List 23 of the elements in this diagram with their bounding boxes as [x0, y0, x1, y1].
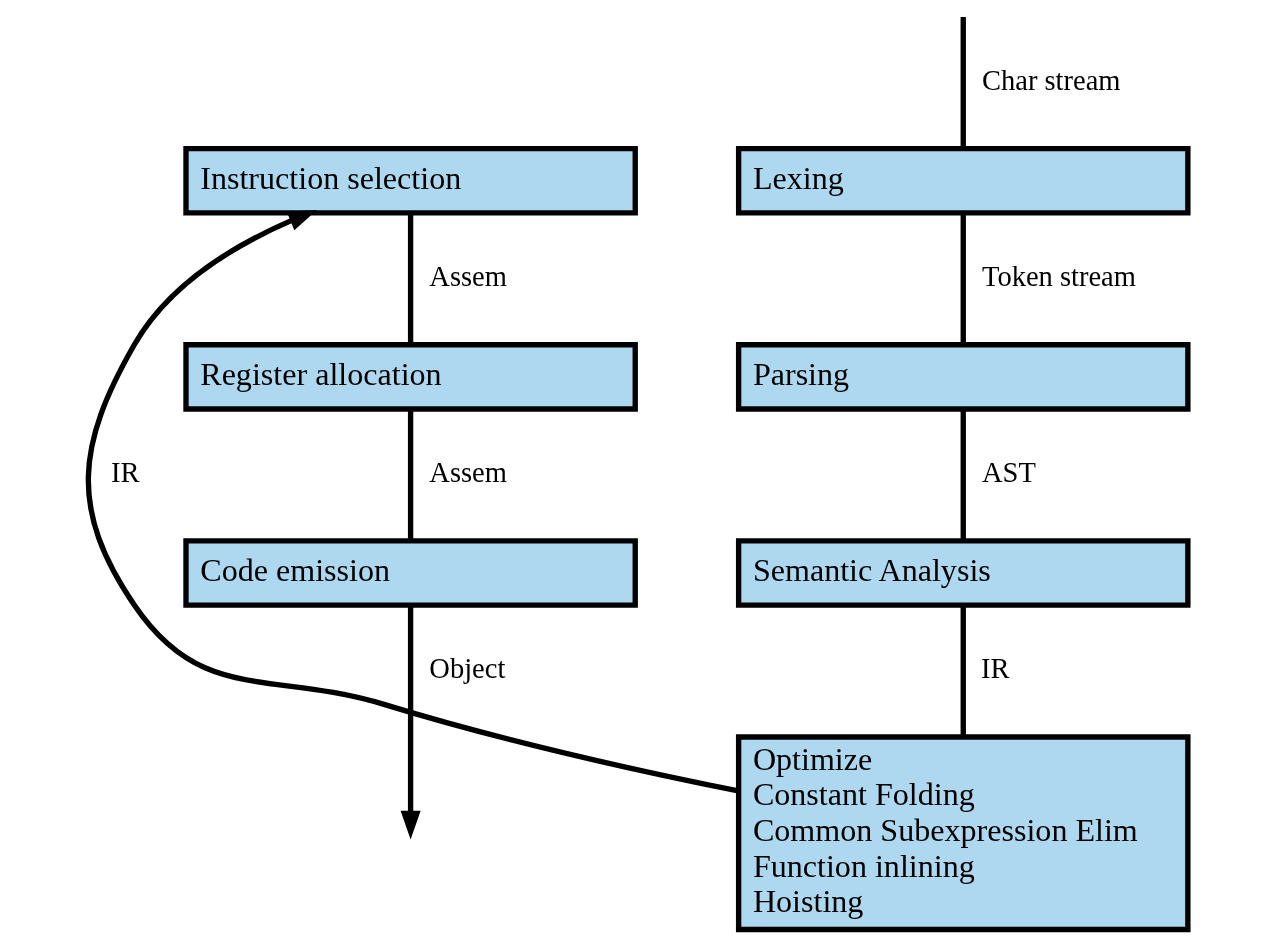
- node-box: Instruction selection: [183, 146, 638, 216]
- edge-label: Token stream: [981, 260, 1136, 292]
- edge-label: IR: [111, 456, 140, 488]
- connector: [960, 16, 966, 149]
- connector: [960, 605, 966, 737]
- node-box: Code emission: [183, 538, 638, 608]
- edge-label: Char stream: [981, 64, 1121, 96]
- arrow: [400, 605, 421, 840]
- node-box: Semantic Analysis: [735, 538, 1191, 608]
- connector: [407, 409, 414, 541]
- connector: [960, 409, 966, 541]
- node-box: Parsing: [735, 342, 1191, 412]
- node-box: Optimize Constant Folding Common Subexpression Elim Function inlining Hoisting: [735, 734, 1191, 933]
- connector: [960, 213, 966, 345]
- node-box: Lexing: [735, 146, 1191, 216]
- connector: [407, 213, 414, 345]
- edge-label: IR: [981, 652, 1010, 684]
- arrow: [85, 210, 739, 794]
- edge-label: Assem: [429, 456, 507, 488]
- node-box: Register allocation: [183, 342, 638, 412]
- edge-label: AST: [981, 456, 1036, 488]
- edge-label: Assem: [429, 260, 507, 292]
- edge-label: Object: [429, 652, 506, 684]
